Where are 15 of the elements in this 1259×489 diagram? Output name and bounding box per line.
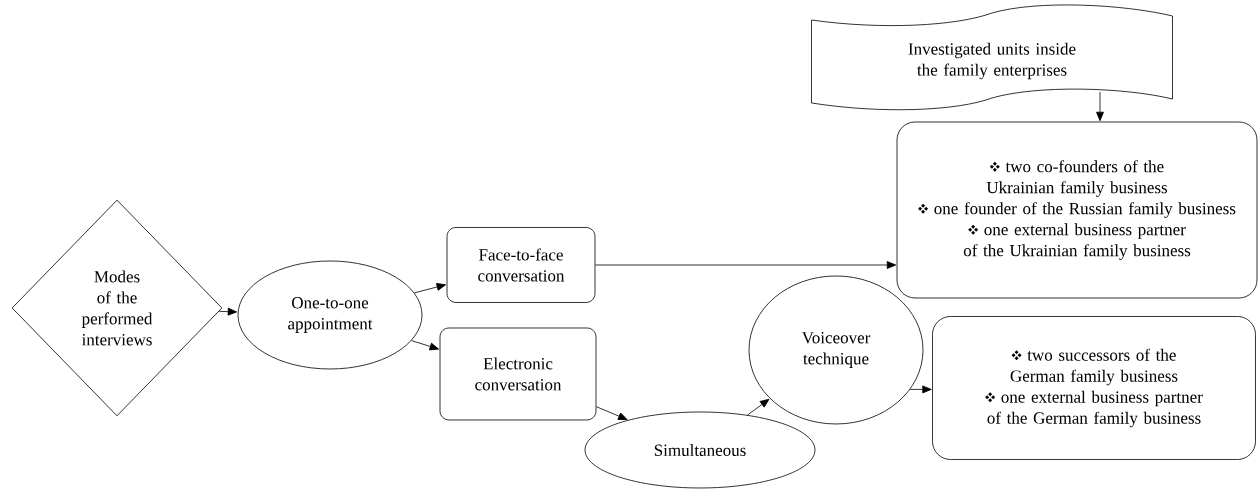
- process-box: Electronic conversation: [439, 327, 597, 421]
- arrow: [595, 261, 897, 269]
- ellipse-node: Simultaneous: [584, 411, 816, 489]
- arrow: [218, 307, 238, 316]
- arrow: [414, 283, 446, 294]
- arrow: [411, 340, 439, 351]
- arrow: [596, 406, 628, 420]
- process-box: Face-to-face conversation: [446, 227, 596, 303]
- list-box: two co-founders of the Ukrainian family business one founder of the Russian family business one external business partner of the Ukrainian family business: [896, 121, 1258, 299]
- ellipse-node: Voiceover technique: [748, 275, 924, 425]
- arrow: [909, 385, 932, 394]
- ellipse-node: One-to-one appointment: [237, 260, 423, 370]
- list-box: two successors of the German family business one external business partner of the German family business: [932, 316, 1256, 460]
- arrow: [747, 398, 770, 416]
- arrow: [1096, 91, 1104, 122]
